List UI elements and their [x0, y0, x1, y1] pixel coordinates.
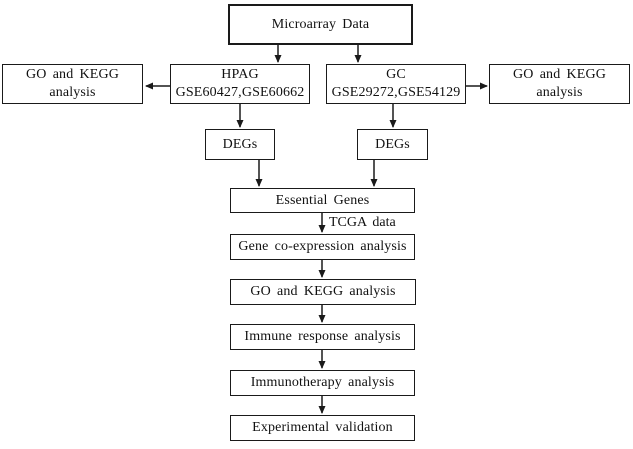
- node-label-line2: GSE60427,GSE60662: [175, 85, 305, 100]
- node-hpag-datasets: HPAG GSE60427,GSE60662: [170, 64, 310, 104]
- node-label-line1: GO and KEGG: [513, 67, 606, 82]
- edge-label-tcga-data: TCGA data: [329, 215, 396, 230]
- node-essential-genes: Essential Genes: [230, 188, 415, 213]
- node-gene-coexpression-analysis: Gene co-expression analysis: [230, 234, 415, 260]
- node-label-line1: GC: [386, 67, 406, 82]
- node-label: Experimental validation: [252, 420, 393, 435]
- node-degs-right: DEGs: [357, 129, 428, 160]
- node-label: Microarray Data: [271, 16, 370, 32]
- node-label-line1: HPAG: [221, 67, 259, 82]
- node-label: DEGs: [375, 136, 410, 152]
- node-label: Immunotherapy analysis: [250, 375, 395, 390]
- node-label: DEGs: [222, 136, 258, 152]
- node-go-kegg-analysis-right: GO and KEGG analysis: [489, 64, 630, 104]
- node-microarray-data: Microarray Data: [228, 4, 413, 45]
- node-degs-left: DEGs: [205, 129, 275, 160]
- node-go-kegg-analysis-center: GO and KEGG analysis: [230, 279, 416, 305]
- node-label: Immune response analysis: [244, 329, 401, 344]
- node-label: GO and KEGG analysis: [250, 284, 396, 299]
- node-label-line2: GSE29272,GSE54129: [331, 85, 461, 100]
- node-label: Essential Genes: [275, 192, 370, 208]
- node-label-line2: analysis: [49, 85, 96, 100]
- node-experimental-validation: Experimental validation: [230, 415, 415, 441]
- node-gc-datasets: GC GSE29272,GSE54129: [326, 64, 466, 104]
- node-immune-response-analysis: Immune response analysis: [230, 324, 415, 350]
- node-label-line2: analysis: [536, 85, 583, 100]
- node-label-line1: GO and KEGG: [26, 67, 119, 82]
- node-immunotherapy-analysis: Immunotherapy analysis: [230, 370, 415, 396]
- node-go-kegg-analysis-left: GO and KEGG analysis: [2, 64, 143, 104]
- node-label: Gene co-expression analysis: [238, 239, 407, 254]
